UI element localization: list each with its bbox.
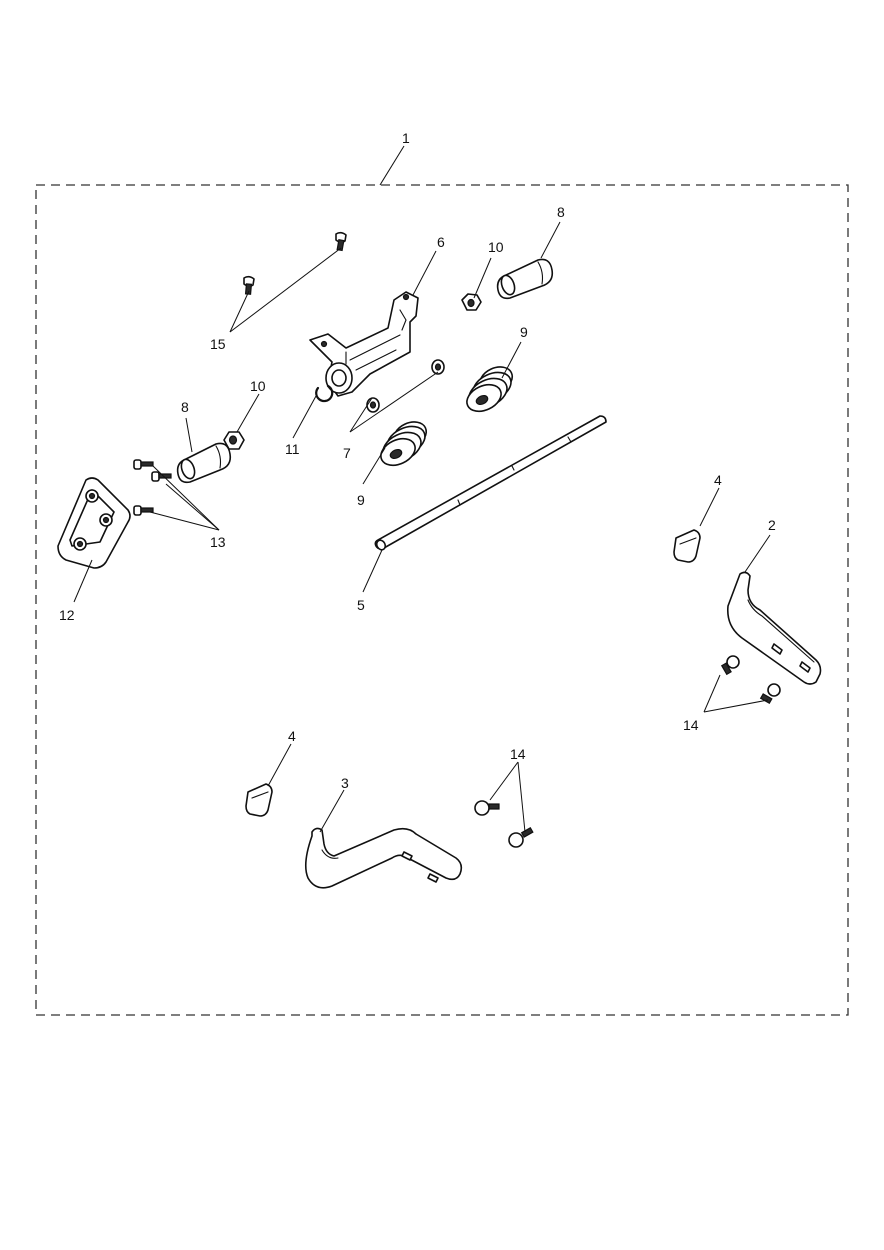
leader-lines	[73, 145, 771, 833]
pad-4-right[interactable]	[673, 529, 701, 563]
screw-13-b[interactable]	[151, 471, 172, 482]
callout-8-upper: 8	[557, 204, 565, 220]
callout-7: 7	[343, 445, 351, 461]
bolt-15-upper[interactable]	[335, 231, 347, 252]
lever-3[interactable]	[304, 827, 463, 889]
bellows-boot-9-upper[interactable]	[463, 362, 517, 417]
callout-2: 2	[768, 517, 776, 533]
bolt-14-upper-center[interactable]	[474, 800, 500, 816]
callout-12: 12	[59, 607, 75, 623]
footpeg-rubber-8-lower[interactable]	[176, 442, 232, 484]
bolt-14-lower-center[interactable]	[508, 826, 534, 848]
heel-guard-12[interactable]	[57, 477, 131, 569]
bolt-14-lower-right[interactable]	[759, 683, 781, 705]
washer-7-small[interactable]	[366, 397, 380, 413]
screw-13-a[interactable]	[133, 459, 154, 470]
callout-3: 3	[341, 775, 349, 791]
callout-11: 11	[285, 441, 300, 457]
callout-5: 5	[357, 597, 365, 613]
callout-9-upper: 9	[520, 324, 528, 340]
kit-boundary	[35, 184, 849, 1016]
callout-1: 1	[402, 130, 410, 146]
callout-15: 15	[210, 336, 226, 352]
callout-9-lower: 9	[357, 492, 365, 508]
callout-13: 13	[210, 534, 226, 550]
callout-14-right: 14	[683, 717, 699, 733]
callout-14-center: 14	[510, 746, 526, 762]
nut-10-upper[interactable]	[461, 293, 482, 311]
callout-4-left: 4	[288, 728, 296, 744]
shift-shaft-5[interactable]	[374, 415, 607, 551]
bellows-boot-9-lower[interactable]	[377, 417, 431, 471]
circlip-11[interactable]	[315, 384, 334, 403]
footpeg-rubber-8-upper[interactable]	[496, 258, 554, 300]
pad-4-left[interactable]	[245, 783, 273, 817]
callout-8-lower: 8	[181, 399, 189, 415]
mounting-bracket-6[interactable]	[309, 291, 419, 397]
callout-6: 6	[437, 234, 445, 250]
washer-7-right[interactable]	[431, 359, 445, 375]
bolt-14-upper-right[interactable]	[720, 655, 740, 676]
callout-10-upper: 10	[488, 239, 504, 255]
screw-13-c[interactable]	[133, 505, 154, 516]
lever-2[interactable]	[726, 571, 822, 685]
callout-10-lower: 10	[250, 378, 266, 394]
callout-4-right: 4	[714, 472, 722, 488]
